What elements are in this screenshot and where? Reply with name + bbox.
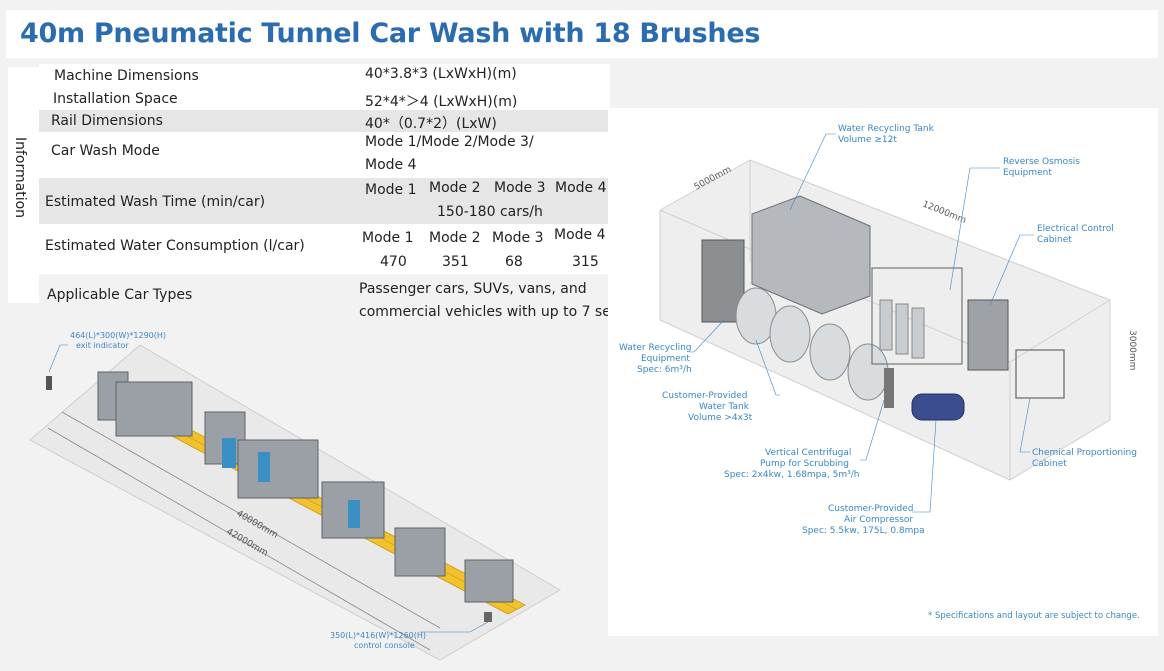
spec-row-water-consumption: Estimated Water Consumption (l/car) Mode…	[39, 224, 610, 274]
reverse-osmosis-equipment	[871, 267, 963, 365]
brush-gantries	[97, 371, 514, 603]
dim-length: 12000mm	[921, 200, 968, 227]
ro-vessels	[879, 299, 925, 359]
spec-label: Machine Dimensions	[54, 68, 199, 84]
mode-header: Mode 2	[429, 230, 481, 246]
electrical-control-cabinet	[967, 299, 1009, 371]
console-dims: 350(L)*416(W)*1260(H)	[330, 631, 426, 640]
spec-row-machine-dimensions: Machine Dimensions 40*3.8*3 (LxWxH)(m)	[39, 64, 610, 88]
dim-line-outer	[47, 427, 431, 651]
spec-value-line2: Mode 4	[365, 157, 417, 173]
exit-indicator-label: exit indicator	[76, 341, 129, 350]
elec-label: Electrical Control	[1037, 224, 1114, 234]
water-value: 351	[442, 254, 469, 270]
spec-row-car-types: Applicable Car Types Passenger cars, SUV…	[39, 274, 632, 322]
gantry	[464, 559, 514, 603]
ro-label: Reverse Osmosis	[1003, 157, 1080, 167]
water-value: 470	[380, 254, 407, 270]
compressor-label-2: Air Compressor	[844, 515, 913, 525]
mode-header: Mode 3	[492, 230, 544, 246]
chem-label-2: Cabinet	[1032, 459, 1067, 469]
exit-indicator	[46, 376, 52, 390]
dim-line-inner	[61, 411, 441, 629]
compressor-spec: Spec: 5.5kw, 175L, 0.8mpa	[802, 526, 925, 536]
pump-label-2: Pump for Scrubbing	[760, 459, 849, 469]
exit-indicator-dims: 464(L)*300(W)*1290(H)	[70, 331, 166, 340]
water-tank	[769, 305, 811, 363]
chem-label: Chemical Proportioning	[1032, 448, 1137, 458]
centrifugal-pump	[884, 368, 894, 408]
exit-leader-line	[48, 344, 68, 373]
cust-tank-label-2: Water Tank	[699, 402, 750, 412]
pump-label: Vertical Centrifugal	[765, 448, 851, 458]
control-console	[484, 612, 492, 622]
water-value: 68	[505, 254, 523, 270]
water-recycling-tank	[751, 195, 871, 315]
info-label: Information	[12, 137, 28, 219]
wash-time-value: 150-180 cars/h	[437, 204, 543, 220]
cust-tank-spec: Volume >4x3t	[688, 413, 753, 423]
spec-row-wash-time: Estimated Wash Time (min/car) Mode 1 Mod…	[39, 178, 610, 224]
elec-label-2: Cabinet	[1037, 235, 1072, 245]
gantry	[237, 439, 319, 499]
leader-lines	[690, 133, 1034, 513]
mode-header: Mode 1	[362, 230, 414, 246]
water-tank-label: Water Recycling Tank	[838, 124, 935, 134]
spec-label: Car Wash Mode	[51, 143, 160, 159]
ro-label-2: Equipment	[1003, 168, 1052, 178]
compressor-label: Customer-Provided	[828, 504, 913, 514]
spec-value: 40*3.8*3 (LxWxH)(m)	[365, 66, 517, 82]
spec-label: Applicable Car Types	[47, 287, 193, 303]
spec-value: 40*（0.7*2）(LxW)	[365, 116, 497, 132]
brush	[222, 438, 236, 468]
spec-value-line1: Passenger cars, SUVs, vans, and	[359, 281, 587, 297]
tunnel-layout-diagram: 40000mm 42000mm 464(L)*300(W)*1290(H) ex…	[29, 331, 561, 661]
page-title: 40m Pneumatic Tunnel Car Wash with 18 Br…	[20, 18, 761, 49]
brush	[258, 452, 270, 482]
water-value: 315	[572, 254, 599, 270]
equipment-room-diagram: 5000mm 12000mm 3000mm Water Recycling Ta…	[608, 108, 1158, 636]
gantry	[394, 527, 446, 577]
chemical-proportioning-cabinet	[1015, 349, 1065, 399]
customer-water-tanks	[735, 287, 889, 401]
info-side-panel: Information	[8, 67, 39, 303]
spec-label: Estimated Wash Time (min/car)	[45, 194, 266, 210]
mode-header: Mode 3	[494, 180, 546, 196]
dim-height: 3000mm	[1127, 330, 1137, 370]
spec-row-installation-space: Installation Space 52*4*＞4 (LxWxH)(m)	[39, 88, 610, 110]
spec-label: Rail Dimensions	[51, 113, 163, 129]
spec-value: 52*4*＞4 (LxWxH)(m)	[365, 94, 518, 110]
recycle-eq-spec: Spec: 6m³/h	[637, 365, 692, 375]
cust-tank-label: Customer-Provided	[662, 391, 747, 401]
water-tank	[847, 343, 889, 401]
console-label: control console	[354, 641, 415, 650]
mode-header: Mode 4	[554, 227, 606, 243]
pump-spec: Spec: 2x4kw, 1.68mpa, 5m³/h	[724, 470, 859, 480]
gantry	[115, 381, 193, 437]
brush	[348, 500, 360, 528]
footnote: * Specifications and layout are subject …	[928, 611, 1140, 621]
mode-header: Mode 1	[365, 182, 417, 198]
water-tank	[809, 323, 851, 381]
spec-value-line1: Mode 1/Mode 2/Mode 3/	[365, 134, 534, 150]
recycle-eq-label-2: Equipment	[641, 354, 690, 364]
water-tank-spec: Volume ≥12t	[838, 135, 897, 145]
mode-header: Mode 2	[429, 180, 481, 196]
brush-heads	[222, 438, 360, 528]
spec-row-rail-dimensions: Rail Dimensions 40*（0.7*2）(LxW)	[39, 110, 610, 132]
recycle-eq-label: Water Recycling	[619, 343, 692, 353]
air-compressor	[911, 393, 965, 421]
spec-value-line2: commercial vehicles with up to 7 seats	[359, 304, 633, 320]
console-leader-line	[420, 621, 489, 633]
mode-header: Mode 4	[555, 180, 607, 196]
spec-row-car-wash-mode: Car Wash Mode Mode 1/Mode 2/Mode 3/ Mode…	[39, 132, 610, 178]
spec-label: Installation Space	[53, 91, 178, 107]
spec-label: Estimated Water Consumption (l/car)	[45, 238, 305, 254]
title-bar: 40m Pneumatic Tunnel Car Wash with 18 Br…	[6, 10, 1158, 58]
